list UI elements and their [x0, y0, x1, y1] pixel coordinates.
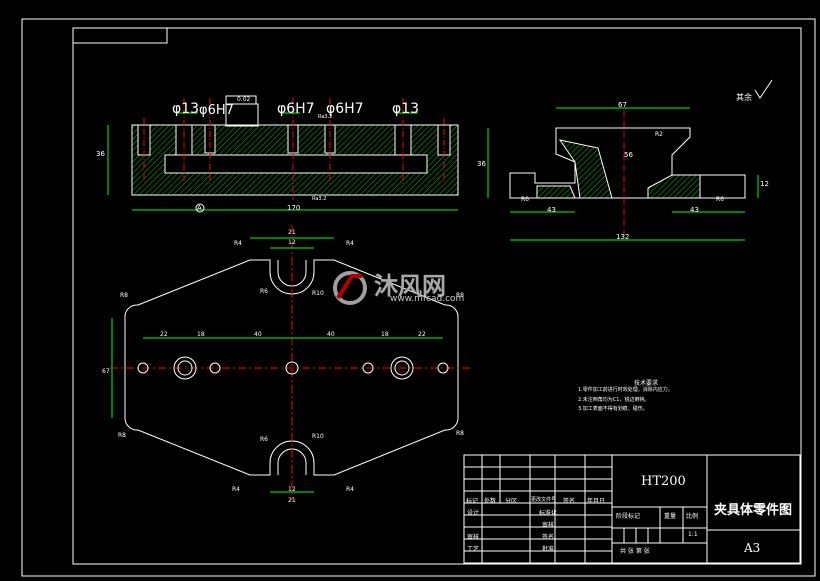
dim-spacing-2: 18 [197, 331, 205, 338]
tb-sign-col: 签名 [542, 534, 555, 541]
tb-row-label-2: 分区 [505, 498, 518, 505]
plan-outline [124, 259, 459, 476]
dim-bore-center-left: φ6H7 [199, 103, 234, 118]
dim-edge-left: R8 [118, 432, 126, 439]
inner-border [72, 27, 802, 565]
dim-side-top-width: 67 [618, 101, 627, 109]
front-view [107, 95, 459, 213]
dim-front-height: 36 [96, 150, 105, 158]
dim-side-right-height: 12 [760, 180, 769, 188]
tb-drawing-name: 夹具体零件图 [714, 503, 793, 518]
title-block-grid [463, 454, 801, 564]
dim-bore-right: φ13 [392, 101, 420, 117]
plan-view [110, 225, 470, 500]
dim-spacing-1: 22 [160, 331, 168, 338]
tb-row-label-5: 年月日 [587, 498, 606, 505]
datum-label: A [197, 204, 202, 212]
dim-slot-radius-top: R6 [260, 288, 268, 295]
watermark-brand: 沐风网 [374, 272, 446, 300]
tb-row-label-3: 更改文件号 [531, 497, 557, 503]
dim-corner-bottom-left: R4 [232, 486, 240, 493]
dim-plan-height: 67 [102, 368, 110, 375]
dim-corner-bottom-right: R4 [346, 486, 354, 493]
tb-scale: 比例 [686, 513, 699, 520]
tb-review: 审核 [542, 522, 555, 529]
tech-notes-title: 技术要求 [634, 380, 659, 387]
tb-material: HT200 [641, 474, 686, 489]
tb-sheet-size: A3 [744, 541, 761, 555]
side-body [509, 127, 746, 199]
dim-slot-top-inner: 12 [288, 239, 296, 246]
dim-corner-top-left: R4 [234, 240, 242, 247]
roughness-symbol [754, 79, 773, 99]
tolerance-frame [225, 95, 257, 105]
dim-chamfer-left: R8 [120, 292, 128, 299]
dim-chamfer-right: R8 [456, 292, 464, 299]
tb-sheets: 共 张 第 张 [620, 548, 650, 555]
dim-slot-end-top: R10 [312, 290, 324, 297]
dim-side-radius-right: R6 [716, 196, 724, 203]
dim-corner-top-right: R4 [346, 240, 354, 247]
dim-overall-length: 170 [287, 204, 301, 212]
dim-slot-bottom: 21 [288, 497, 296, 504]
tech-note-3: 3.加工表面不得有划痕、碰伤。 [578, 406, 648, 412]
tolerance-value: 0.02 [237, 96, 251, 103]
watermark-url: www.mfcad.com [390, 294, 465, 304]
dim-edge-right: R8 [456, 430, 464, 437]
tech-note-1: 1.零件加工前进行时效处理，消除内应力。 [578, 387, 673, 393]
tb-design: 设计 [467, 510, 480, 517]
tb-checked: 审核 [467, 534, 480, 541]
tb-stage-mark: 阶段标记 [616, 513, 641, 520]
dim-spacing-4: 40 [327, 331, 335, 338]
dim-side-left-span: 43 [547, 206, 556, 214]
dim-slot-bottom-inner: 12 [288, 486, 296, 493]
tb-weight: 重量 [664, 513, 677, 520]
dim-side-right-span: 43 [690, 206, 699, 214]
dim-slot-top: 21 [288, 229, 296, 236]
tech-note-2: 2.未注倒角均为C1，锐边倒钝。 [578, 397, 650, 403]
dim-side-overall: 132 [616, 233, 630, 241]
dim-slot-end-bottom: R10 [312, 433, 324, 440]
tb-row-label-1: 处数 [484, 498, 497, 505]
tb-approved: 批准 [542, 546, 555, 553]
dim-bore-center: φ6H7 [277, 101, 315, 117]
dim-side-radius-left: R6 [521, 196, 529, 203]
dim-spacing-6: 22 [418, 331, 426, 338]
roughness-bottom: Ra3.2 [312, 196, 327, 202]
tb-row-label-4: 签名 [563, 498, 576, 505]
outer-border [21, 18, 816, 577]
tb-scale-value: 1:1 [688, 531, 698, 538]
side-view [487, 107, 759, 241]
tb-craft: 工艺 [467, 546, 480, 553]
tb-row-label-0: 标记 [466, 498, 479, 505]
dim-bore-left: φ13 [172, 101, 200, 117]
dim-side-mid-height: 56 [624, 151, 633, 159]
watermark-logo [333, 271, 367, 305]
dim-side-left-height: 36 [477, 160, 486, 168]
roughness-note: 其余 [736, 93, 752, 102]
dim-bore-center-right: φ6H7 [326, 101, 364, 117]
dim-slot-radius-bottom: R6 [260, 436, 268, 443]
dim-spacing-3: 40 [254, 331, 262, 338]
tb-standardization: 标准化 [539, 510, 558, 517]
roughness-top: Ra3.2 [318, 114, 333, 120]
dim-spacing-5: 18 [381, 331, 389, 338]
dim-side-radius-top: R2 [655, 131, 663, 138]
code-box [72, 27, 168, 44]
